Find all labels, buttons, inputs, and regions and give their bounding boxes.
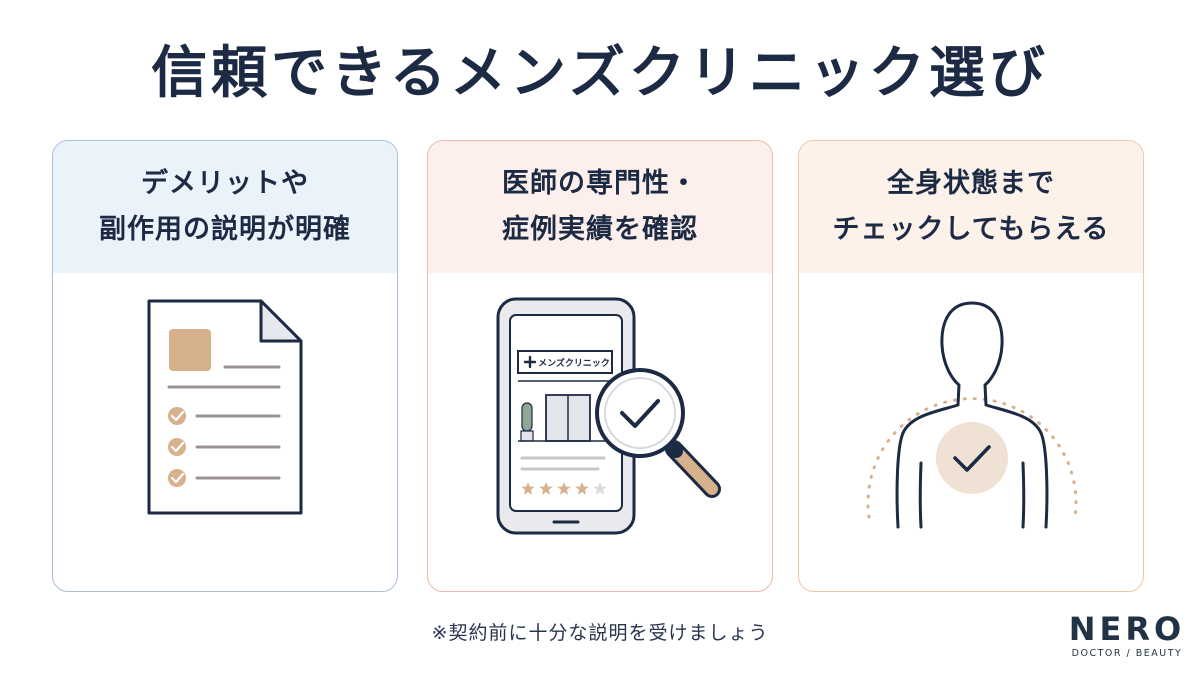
logo-wordmark: NERO (1068, 610, 1186, 648)
card-heading: デメリットや 副作用の説明が明確 (53, 141, 397, 273)
document-checklist-icon (53, 273, 397, 591)
star-filled-icon (557, 482, 571, 495)
star-filled-icon (539, 482, 553, 495)
card-side-effects: デメリットや 副作用の説明が明確 (52, 140, 398, 592)
card-heading-line1: 医師の専門性・ (502, 168, 698, 199)
smartphone-clinic-magnifier-icon: メンズクリニック (428, 273, 772, 591)
body-silhouette-check-icon (799, 273, 1143, 591)
checklist-item-1 (168, 407, 281, 425)
footnote: ※契約前に十分な説明を受けましょう (431, 622, 769, 644)
logo-tagline: DOCTOR / BEAUTY (1071, 648, 1183, 659)
card-heading: 全身状態まで チェックしてもらえる (799, 141, 1143, 273)
card-doctor-expertise: 医師の専門性・ 症例実績を確認 メンズクリニック (427, 140, 773, 592)
card-heading-line2: チェックしてもらえる (832, 214, 1110, 245)
checklist-item-2 (168, 438, 281, 456)
card-heading-line2: 症例実績を確認 (502, 214, 698, 245)
card-full-body-check: 全身状態まで チェックしてもらえる (798, 140, 1144, 592)
star-empty-icon (593, 482, 607, 495)
card-heading-line2: 副作用の説明が明確 (99, 214, 351, 245)
brand-logo: NERO DOCTOR / BEAUTY (1068, 612, 1186, 659)
page-title: 信頼できるメンズクリニック選び (151, 40, 1049, 106)
card-heading: 医師の専門性・ 症例実績を確認 (428, 141, 772, 273)
checklist-item-3 (168, 469, 281, 487)
card-heading-line1: デメリットや (141, 168, 309, 199)
rating-stars (521, 482, 607, 495)
star-filled-icon (575, 482, 589, 495)
card-heading-line1: 全身状態まで (887, 168, 1055, 199)
star-filled-icon (521, 482, 535, 495)
clinic-sign-text: メンズクリニック (538, 357, 610, 369)
